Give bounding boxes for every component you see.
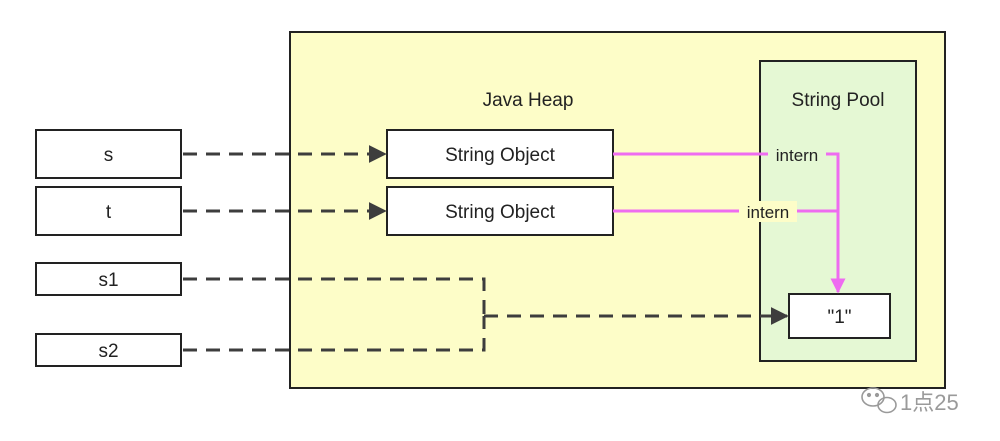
string-pool-title: String Pool [792,90,885,111]
variable-s-label: s [104,145,114,166]
watermark-text: 1点25 [900,390,959,415]
watermark: 1点25 [861,387,959,415]
variable-s2-label: s2 [98,341,118,362]
string-object-2-label: String Object [445,202,556,223]
string-object-1-label: String Object [445,145,556,166]
variable-s1-label: s1 [98,270,118,291]
variable-s1: s1 [35,262,182,296]
variable-s2: s2 [35,333,182,367]
pool-literal-label: "1" [827,307,851,328]
variable-t: t [35,186,182,236]
string-object-2: String Object [386,186,614,236]
intern-label-1-bg [768,144,826,165]
variable-s: s [35,129,182,179]
reference-s2-to-literal [183,316,486,352]
reference-s1-to-literal [183,277,486,316]
intern-line-1 [613,152,846,294]
variable-t-label: t [106,202,112,223]
intern-label-1: intern [776,146,819,165]
java-heap-title: Java Heap [483,90,574,111]
intern-label-2-bg [739,201,797,222]
chat-bubble-icon [861,387,897,414]
pool-literal-box: "1" [788,293,891,339]
string-object-1: String Object [386,129,614,179]
intern-label-2: intern [747,203,790,222]
